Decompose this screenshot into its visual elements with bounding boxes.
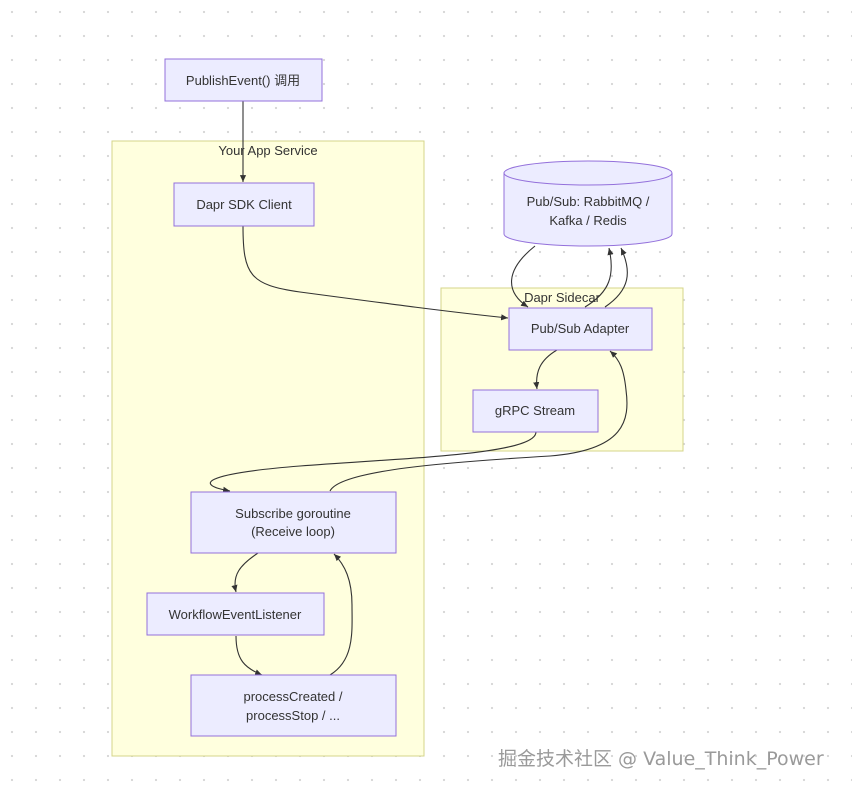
edge-store-to-adapter [511,245,536,308]
node-grpc-stream-label: gRPC Stream [495,403,575,418]
node-process-handlers-label-2: processStop / ... [246,708,340,723]
edge-subscribe-to-listener [231,552,259,593]
node-sdk-client[interactable]: Dapr SDK Client [173,182,315,227]
edge-grpc-to-subscribe [209,431,537,493]
node-sdk-client-label: Dapr SDK Client [196,197,292,212]
node-process-handlers[interactable]: processCreated / processStop / ... [190,674,397,737]
edges [209,101,628,676]
node-pubsub-store[interactable]: Pub/Sub: RabbitMQ / Kafka / Redis [503,160,673,247]
node-subscribe-goroutine[interactable]: Subscribe goroutine (Receive loop) [190,491,397,554]
node-pubsub-store-label-2: Kafka / Redis [549,213,627,228]
node-workflow-event-listener-label: WorkflowEventListener [169,607,302,622]
edge-listener-to-process [235,635,263,676]
edge-adapter-to-grpc [533,349,558,390]
group-app-service-label: Your App Service [218,143,317,158]
node-pubsub-adapter[interactable]: Pub/Sub Adapter [508,307,653,351]
node-workflow-event-listener[interactable]: WorkflowEventListener [146,592,325,636]
edge-adapter-to-store-2 [604,247,628,308]
edge-process-to-subscribe [329,553,353,676]
group-dapr-sidecar-label: Dapr Sidecar [524,290,601,305]
node-publish-event-label: PublishEvent() 调用 [186,73,300,88]
node-publish-event[interactable]: PublishEvent() 调用 [164,58,323,102]
node-pubsub-store-label-1: Pub/Sub: RabbitMQ / [527,194,650,209]
group-app-service: Your App Service [111,140,425,757]
edge-subscribe-to-adapter [329,350,628,492]
node-subscribe-goroutine-label-1: Subscribe goroutine [235,506,351,521]
node-subscribe-goroutine-label-2: (Receive loop) [251,524,335,539]
node-pubsub-adapter-label: Pub/Sub Adapter [531,321,630,336]
edge-adapter-to-store-1 [584,247,614,308]
watermark-text: 掘金技术社区 @ Value_Think_Power [498,748,824,770]
node-grpc-stream[interactable]: gRPC Stream [472,389,599,433]
node-process-handlers-label-1: processCreated / [244,689,343,704]
edge-sdk-to-adapter [242,225,509,321]
